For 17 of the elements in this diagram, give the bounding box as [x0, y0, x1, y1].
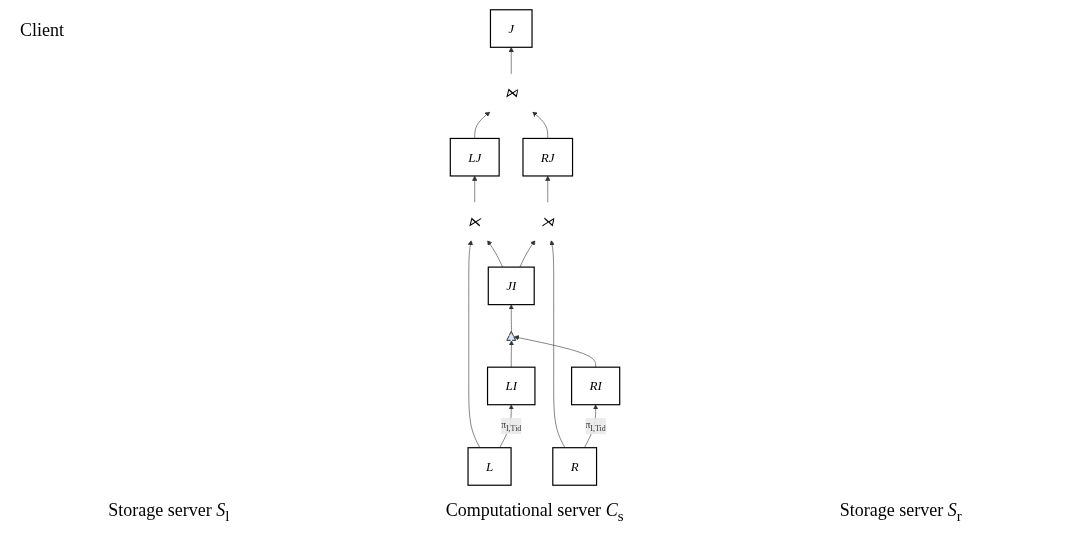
node-box: R — [552, 447, 598, 486]
edge-label: π$_{I,Tid}$ — [585, 419, 606, 433]
node-box: RJ — [522, 137, 574, 177]
edge-label: π$_{I,Tid}$ — [501, 419, 522, 433]
node-box: LJ — [449, 137, 500, 177]
node-text: ⋊ — [541, 214, 555, 229]
node-box: LI — [486, 366, 536, 406]
node-box: JI — [487, 266, 535, 306]
server-label: Storage server S$_{r}$ — [839, 500, 962, 525]
node-box: RI — [571, 366, 621, 406]
zone-label: Client — [20, 20, 64, 41]
server-label: Storage server S$_{l}$ — [108, 500, 230, 525]
server-label: Computational server C$_{s}$ — [445, 500, 624, 525]
node-text: ⋉ — [468, 214, 482, 229]
node-box: L — [467, 447, 512, 486]
node-text: ⋈ — [504, 85, 518, 101]
node-box: J — [489, 9, 533, 48]
